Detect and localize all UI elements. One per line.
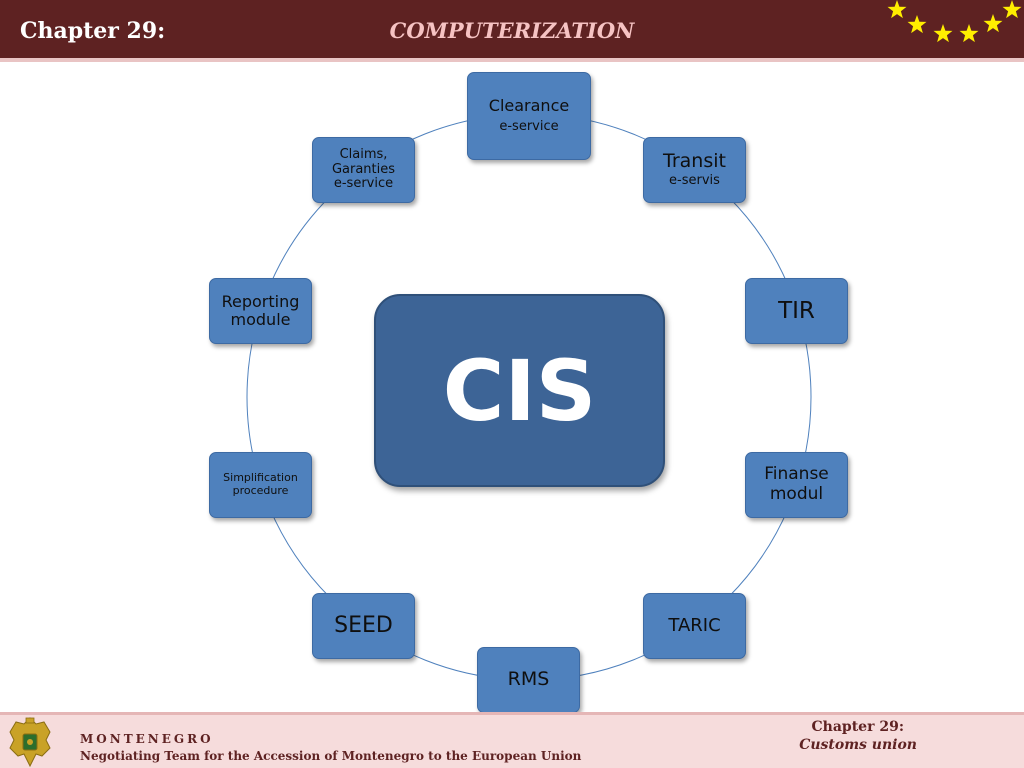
star-icon	[907, 15, 927, 34]
node-claims: Claims, Garanties e-service	[312, 137, 415, 203]
footer-team: Negotiating Team for the Accession of Mo…	[80, 749, 582, 763]
node-transit-title: Transit	[663, 150, 726, 173]
cis-center-node: CIS	[374, 294, 665, 487]
star-icon	[933, 24, 953, 43]
node-rms-title: RMS	[507, 668, 550, 691]
star-icon	[983, 14, 1003, 33]
node-simplification: Simplification procedure	[209, 452, 312, 518]
star-icon	[959, 24, 979, 43]
cis-label: CIS	[442, 341, 597, 440]
node-clearance-title: Clearance	[488, 96, 570, 116]
star-icon	[1002, 0, 1022, 19]
header-bar: Chapter 29: COMPUTERIZATION	[0, 0, 1024, 62]
footer-bar: MONTENEGRO Negotiating Team for the Acce…	[0, 712, 1024, 768]
node-claims-title: Claims, Garanties e-service	[331, 146, 396, 192]
node-rms: RMS	[477, 647, 580, 713]
node-simplification-title: Simplification procedure	[223, 471, 298, 497]
footer-chapter: Chapter 29:	[811, 719, 904, 735]
footer-topic: Customs union	[799, 737, 917, 753]
node-transit: Transit e-servis	[643, 137, 746, 203]
node-clearance: Clearance e-service	[467, 72, 591, 160]
node-reporting-title: Reporting module	[221, 291, 300, 329]
node-tir: TIR	[745, 278, 848, 344]
node-tir-title: TIR	[778, 297, 815, 324]
node-taric-title: TARIC	[668, 614, 721, 636]
chapter-title: Chapter 29:	[20, 18, 166, 44]
eu-stars-icon	[887, 0, 1022, 43]
footer-country: MONTENEGRO	[80, 732, 214, 746]
coat-of-arms-icon	[9, 717, 51, 768]
node-finanse: Finanse modul	[745, 452, 848, 518]
node-seed-title: SEED	[334, 613, 393, 639]
topic-title: COMPUTERIZATION	[389, 18, 635, 43]
node-transit-subtitle: e-servis	[669, 172, 720, 188]
node-finanse-title: Finanse modul	[764, 464, 829, 504]
node-reporting: Reporting module	[209, 278, 312, 344]
node-clearance-subtitle: e-service	[499, 118, 559, 134]
node-taric: TARIC	[643, 593, 746, 659]
star-icon	[887, 0, 907, 19]
node-seed: SEED	[312, 593, 415, 659]
